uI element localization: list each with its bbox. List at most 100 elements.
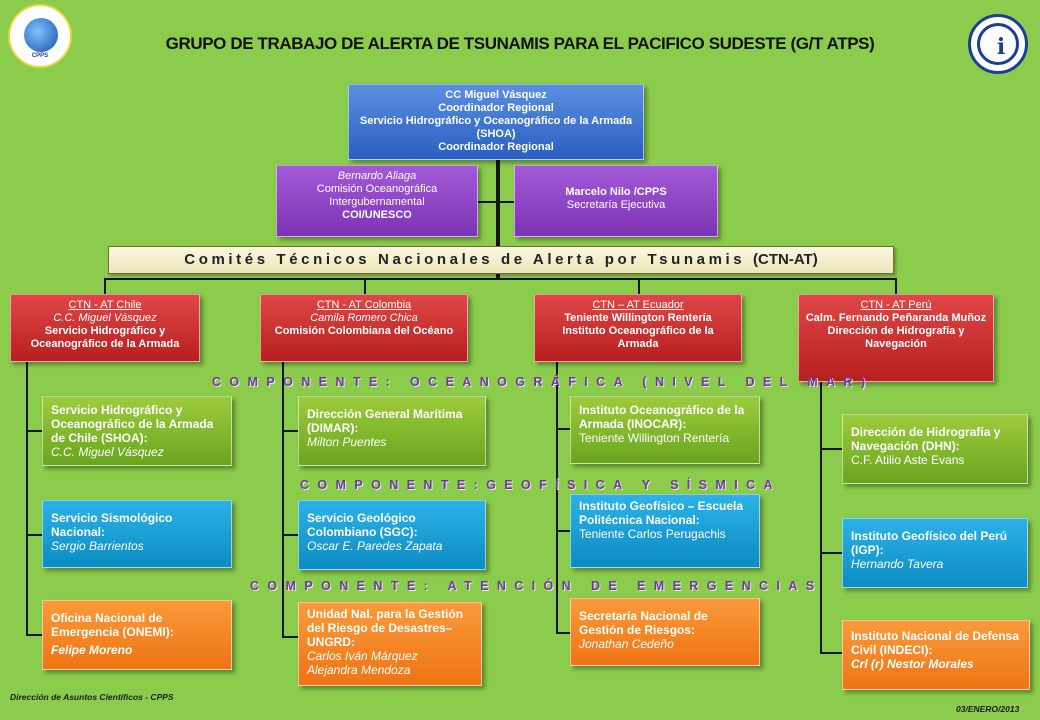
peru-emerg-box: Instituto Nacional de Defensa Civil (IND… bbox=[842, 620, 1030, 690]
unesco-box: Bernardo Aliaga Comisión Oceanográfica I… bbox=[276, 165, 478, 237]
footer-left: Dirección de Asuntos Científicos - CPPS bbox=[10, 692, 174, 702]
chile-person: C.C. Miguel Vásquez bbox=[53, 312, 157, 324]
unesco-org: Comisión Oceanográfica Intergubernamenta… bbox=[316, 183, 438, 208]
coordinator-role-2: Coordinador Regional bbox=[438, 141, 554, 153]
colombia-emerg-person: Carlos Iván Márquez bbox=[307, 649, 418, 663]
branch bbox=[282, 430, 298, 432]
cpps-box: Marcelo Nilo /CPPS Secretaría Ejecutiva bbox=[514, 165, 718, 237]
unesco-abbr: COI/UNESCO bbox=[342, 209, 412, 221]
branch bbox=[26, 634, 42, 636]
peru-ocean-org: Dirección de Hidrografía y Navegación (D… bbox=[851, 425, 1001, 453]
chile-header: CTN - AT Chile bbox=[68, 299, 142, 311]
peru-ocean-box: Dirección de Hidrografía y Navegación (D… bbox=[842, 414, 1028, 484]
colombia-geo-person: Oscar E. Paredes Zapata bbox=[307, 539, 443, 553]
ecuador-header: CTN – AT Ecuador bbox=[592, 299, 684, 311]
colombia-emerg-box: Unidad Nal. para la Gestión del Riesgo d… bbox=[298, 602, 482, 686]
connector-ecuador bbox=[638, 278, 640, 294]
ioc-logo: i bbox=[968, 14, 1028, 74]
cpps-role: Secretaría Ejecutiva bbox=[566, 199, 666, 211]
ecuador-emerg-box: Secretaría Nacional de Gestión de Riesgo… bbox=[570, 598, 760, 666]
branch bbox=[556, 428, 570, 430]
colombia-person: Camila Romero Chica bbox=[310, 312, 418, 324]
ecuador-geo-person: Teniente Carlos Perugachis bbox=[579, 527, 726, 541]
colombia-geo-org: Servicio Geológico Colombiano (SGC): bbox=[307, 511, 418, 539]
coordinator-org: Servicio Hidrográfico y Oceanográfico de… bbox=[359, 115, 633, 140]
colombia-ocean-person: Milton Puentes bbox=[307, 435, 387, 449]
ecuador-org: Instituto Oceanográfico de la Armada bbox=[562, 325, 714, 350]
peru-geo-org: Instituto Geofísico del Perú (IGP): bbox=[851, 529, 1008, 557]
chile-geo-box: Servicio Sismológico Nacional: Sergio Ba… bbox=[42, 500, 232, 568]
globe-icon bbox=[24, 18, 58, 52]
chile-emerg-org: Oficina Nacional de Emergencia (ONEMI): bbox=[51, 611, 174, 639]
ecuador-person: Teniente Willington Rentería bbox=[564, 312, 712, 324]
connector-trunk bbox=[496, 160, 500, 278]
branch bbox=[820, 552, 842, 554]
banner-main: Comités Técnicos Nacionales de Alerta po… bbox=[184, 251, 746, 268]
ecuador-emerg-org: Secretaría Nacional de Gestión de Riesgo… bbox=[579, 609, 708, 637]
component-emergency-label: COMPONENTE: ATENCIÓN DE EMERGENCIAS bbox=[250, 579, 823, 593]
branch bbox=[26, 534, 42, 536]
peru-person: Calm. Fernando Peñaranda Muñoz bbox=[805, 312, 987, 324]
branch bbox=[820, 448, 842, 450]
component-oceanographic-label: COMPONENTE: OCEANOGRÁFICA (NIVEL DEL MAR… bbox=[212, 375, 874, 389]
colombia-ocean-org: Dirección General Marítima (DIMAR): bbox=[307, 407, 463, 435]
ecuador-geo-box: Instituto Geofísico – Escuela Politécnic… bbox=[570, 494, 760, 568]
colombia-header: CTN - AT Colombia bbox=[316, 299, 412, 311]
connector-peru bbox=[895, 278, 897, 294]
chile-ocean-person: C.C. Miguel Vásquez bbox=[51, 445, 164, 459]
colombia-emerg-org: Unidad Nal. para la Gestión del Riesgo d… bbox=[307, 607, 464, 649]
component-geophysical-label: COMPONENTE:GEOFÍSICA Y SÍSMICA bbox=[300, 478, 781, 492]
regional-coordinator-box: CC Miguel Vásquez Coordinador Regional S… bbox=[348, 84, 644, 160]
ctn-ecuador-box: CTN – AT Ecuador Teniente Willington Ren… bbox=[534, 294, 742, 362]
ecuador-ocean-box: Instituto Oceanográfico de la Armada (IN… bbox=[570, 396, 760, 464]
unesco-person: Bernardo Aliaga bbox=[337, 170, 417, 182]
branch bbox=[26, 430, 42, 432]
ctn-chile-box: CTN - AT Chile C.C. Miguel Vásquez Servi… bbox=[10, 294, 200, 362]
branch bbox=[820, 652, 842, 654]
chile-emerg-person: Felipe Moreno bbox=[51, 643, 133, 657]
branch bbox=[282, 636, 298, 638]
cpps-person: Marcelo Nilo /CPPS bbox=[565, 186, 667, 198]
colombia-org: Comisión Colombiana del Océano bbox=[274, 325, 454, 337]
peru-emerg-org: Instituto Nacional de Defensa Civil (IND… bbox=[851, 629, 1020, 657]
spine-colombia bbox=[282, 362, 284, 638]
branch bbox=[556, 632, 570, 634]
banner-tail: (CTN-AT) bbox=[753, 251, 818, 268]
chile-geo-person: Sergio Barrientos bbox=[51, 539, 144, 553]
peru-emerg-person: Crl (r) Nestor Morales bbox=[851, 657, 974, 671]
chile-geo-org: Servicio Sismológico Nacional: bbox=[51, 511, 173, 539]
spine-peru bbox=[820, 382, 822, 654]
ecuador-emerg-person: Jonathan Cedeño bbox=[579, 637, 674, 651]
ctn-peru-box: CTN - AT Perú Calm. Fernando Peñaranda M… bbox=[798, 294, 994, 382]
cpps-logo: CPPS bbox=[8, 4, 72, 68]
ctn-colombia-box: CTN - AT Colombia Camila Romero Chica Co… bbox=[260, 294, 468, 362]
peru-geo-person: Hernando Tavera bbox=[851, 557, 944, 571]
connector-advisors bbox=[478, 201, 514, 203]
peru-header: CTN - AT Perú bbox=[860, 299, 932, 311]
page-title: GRUPO DE TRABAJO DE ALERTA DE TSUNAMIS P… bbox=[165, 34, 875, 53]
chile-org: Servicio Hidrográfico y Oceanográfico de… bbox=[30, 325, 180, 350]
colombia-ocean-box: Dirección General Marítima (DIMAR): Milt… bbox=[298, 396, 486, 466]
peru-geo-box: Instituto Geofísico del Perú (IGP): Hern… bbox=[842, 518, 1028, 588]
ecuador-geo-org: Instituto Geofísico – Escuela Politécnic… bbox=[579, 499, 744, 527]
chile-ocean-box: Servicio Hidrográfico y Oceanográfico de… bbox=[42, 396, 232, 466]
footer-right: 03/ENERO/2013 bbox=[956, 704, 1020, 714]
ecuador-ocean-org: Instituto Oceanográfico de la Armada (IN… bbox=[579, 403, 745, 431]
connector-countries bbox=[104, 278, 896, 280]
peru-org: Dirección de Hidrografía y Navegación bbox=[827, 325, 965, 350]
spine-chile bbox=[26, 362, 28, 636]
branch bbox=[556, 530, 570, 532]
connector-colombia bbox=[364, 278, 366, 294]
chile-ocean-org: Servicio Hidrográfico y Oceanográfico de… bbox=[51, 403, 214, 445]
connector-chile bbox=[104, 278, 106, 294]
branch bbox=[282, 534, 298, 536]
ioc-emblem-icon: i bbox=[977, 23, 1019, 65]
coordinator-role: Coordinador Regional bbox=[438, 102, 554, 114]
colombia-emerg-person-2: Alejandra Mendoza bbox=[307, 663, 411, 677]
colombia-geo-box: Servicio Geológico Colombiano (SGC): Osc… bbox=[298, 500, 486, 570]
ecuador-ocean-person: Teniente Willington Rentería bbox=[579, 431, 730, 445]
cpps-logo-text: CPPS bbox=[31, 53, 49, 59]
ctn-at-banner: Comités Técnicos Nacionales de Alerta po… bbox=[108, 246, 894, 274]
chile-emerg-box: Oficina Nacional de Emergencia (ONEMI): … bbox=[42, 600, 232, 670]
coordinator-name: CC Miguel Vásquez bbox=[445, 89, 547, 101]
